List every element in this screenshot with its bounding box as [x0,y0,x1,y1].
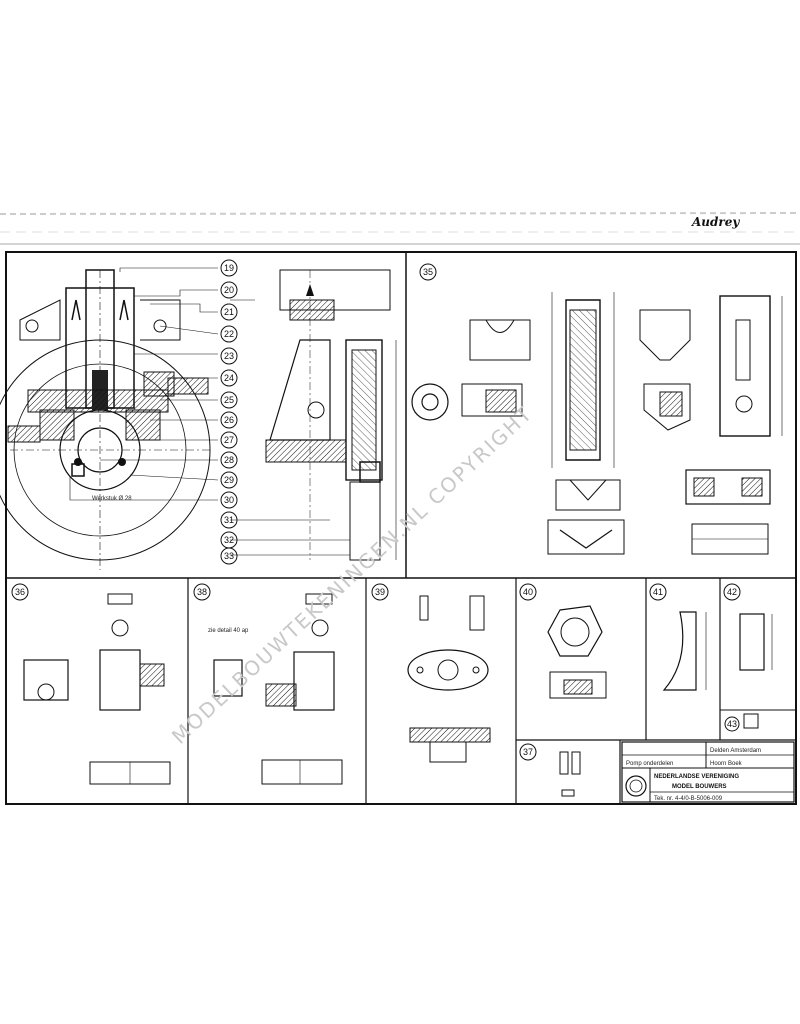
company-name: NEDERLANDSE VERENIGING [654,774,739,780]
detail-42: 42 [723,583,773,671]
svg-text:19: 19 [224,263,234,273]
detail-note: zie detail 40 ap [208,628,249,634]
detail-35: 35 [411,263,783,555]
detail-40: 40 [519,583,607,699]
svg-text:23: 23 [224,351,234,361]
balloon: 34 [0,0,10,2]
svg-text:21: 21 [224,307,234,317]
balloon: 19 [220,259,238,277]
balloon: 24 [220,369,238,387]
detail-36: 36 [11,583,171,785]
department-name: MODEL BOUWERS [672,784,727,790]
balloon: 27 [220,431,238,449]
werkstuk-callout: Werkstuk Ø 28 [92,496,132,502]
drawing-frame [5,251,797,805]
svg-text:37: 37 [523,747,533,757]
svg-text:26: 26 [224,415,234,425]
svg-text:29: 29 [224,475,234,485]
svg-text:30: 30 [224,495,234,505]
svg-text:42: 42 [727,587,737,597]
balloon: 33 [220,547,238,565]
svg-text:25: 25 [224,395,234,405]
balloon: 30 [220,491,238,509]
balloon: 26 [220,411,238,429]
title-block: Pomp onderdelen Delden Amsterdam Hoorn B… [621,741,795,803]
svg-text:43: 43 [727,719,737,729]
title-left-row: Pomp onderdelen [626,761,673,767]
drawing-number: Tek. nr. 4-4/0-B-5006-009 [654,796,723,802]
paper-edge [0,212,800,245]
main-section-view [0,267,350,570]
balloon: 25 [220,391,238,409]
balloon: 22 [220,325,238,343]
balloon: 28 [220,451,238,469]
svg-text:22: 22 [224,329,234,339]
svg-text:33: 33 [224,551,234,561]
detail-43: 43 [724,713,759,732]
side-view [265,269,397,561]
balloon: 23 [220,347,238,365]
detail-39: 39 [371,583,491,763]
balloon: 20 [220,281,238,299]
svg-text:38: 38 [197,587,207,597]
balloon: 31 [220,511,238,529]
title-right-row: Delden Amsterdam [710,748,761,754]
handwritten-note: Audrey [691,215,740,229]
svg-text:27: 27 [224,435,234,445]
svg-text:35: 35 [423,267,433,277]
detail-37: 37 [519,743,581,797]
nvm-seal-icon [625,775,647,797]
detail-41: 41 [649,583,707,691]
svg-text:28: 28 [224,455,234,465]
svg-text:36: 36 [15,587,25,597]
svg-text:39: 39 [375,587,385,597]
balloon: 29 [220,471,238,489]
detail-38: 38 zie detail 40 ap [193,583,343,785]
title-right-row: Hoorn Boek [710,761,743,767]
svg-text:41: 41 [653,587,663,597]
svg-text:32: 32 [224,535,234,545]
svg-text:20: 20 [224,285,234,295]
balloon-column: 19 20 21 22 23 24 25 26 27 28 29 30 31 3… [0,0,238,565]
svg-text:24: 24 [224,373,234,383]
svg-text:40: 40 [523,587,533,597]
balloon: 21 [220,303,238,321]
svg-text:31: 31 [224,515,234,525]
